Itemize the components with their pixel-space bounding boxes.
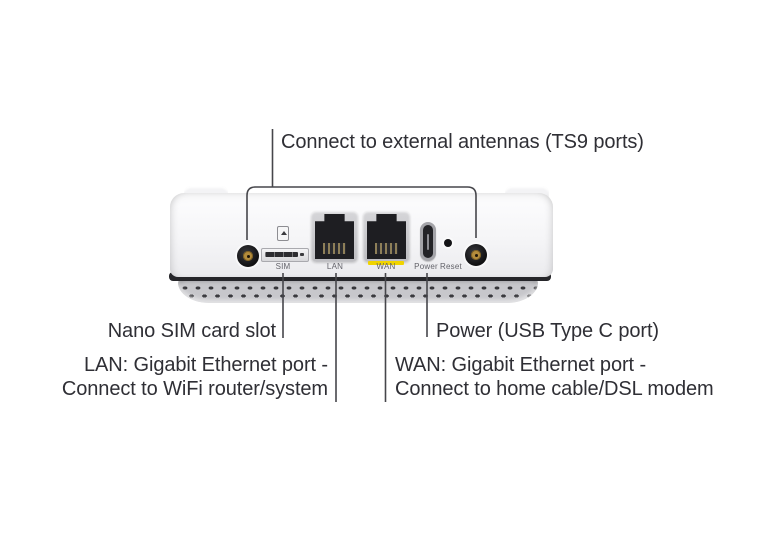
callout-lan-line1: LAN: Gigabit Ethernet port - xyxy=(84,354,328,376)
port-label-wan: WAN xyxy=(376,262,396,271)
lan-port-jack-icon xyxy=(315,214,354,259)
sim-eject-arrow-icon xyxy=(280,231,287,235)
device-vent-skirt xyxy=(178,278,538,303)
device-body: SIM LAN WAN Power Reset xyxy=(170,193,553,277)
callout-nano-sim-label: Nano SIM card slot xyxy=(107,320,276,342)
ts9-gold-connector xyxy=(243,251,253,261)
callout-power-label: Power (USB Type C port) xyxy=(436,320,659,342)
ts9-gold-connector xyxy=(471,250,481,260)
sim-card-icon xyxy=(277,226,289,241)
wan-port xyxy=(363,211,410,262)
callout-antennas-label: Connect to external antennas (TS9 ports) xyxy=(281,131,644,153)
callout-lan-line2: Connect to WiFi router/system xyxy=(61,378,328,400)
callout-wan-label: WAN: Gigabit Ethernet port - Connect to … xyxy=(395,353,714,401)
sim-slot xyxy=(261,248,309,262)
wan-port-jack-icon xyxy=(367,214,406,259)
callout-wan-line1: WAN: Gigabit Ethernet port - xyxy=(395,354,646,376)
wan-accent-bar xyxy=(368,261,404,265)
reset-pinhole xyxy=(444,239,452,247)
port-label-sim: SIM xyxy=(275,262,291,271)
callout-wan-line2: Connect to home cable/DSL modem xyxy=(395,378,714,400)
port-label-power: Power xyxy=(414,262,438,271)
ts9-antenna-port-right-icon xyxy=(465,244,487,266)
ts9-antenna-port-left-icon xyxy=(237,245,259,267)
port-label-lan: LAN xyxy=(326,262,344,271)
callout-lan-label: LAN: Gigabit Ethernet port - Connect to … xyxy=(0,353,328,401)
usb-c-power-port xyxy=(420,222,436,261)
lan-port xyxy=(311,211,358,262)
port-label-reset: Reset xyxy=(440,262,462,271)
